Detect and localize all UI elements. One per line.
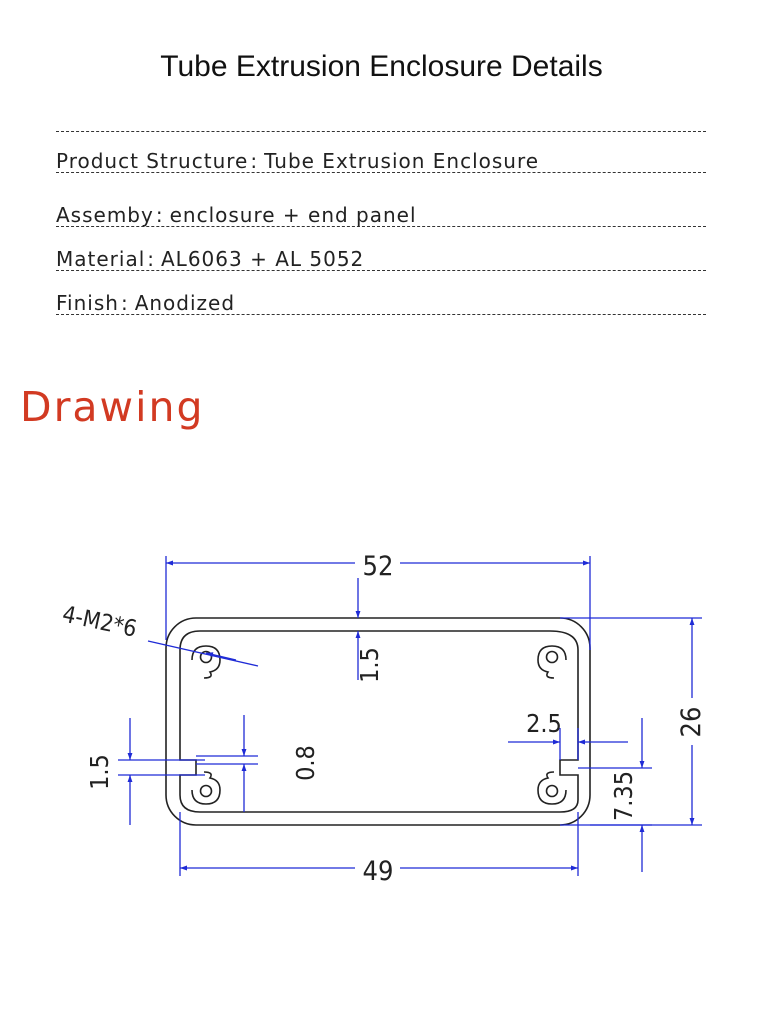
spec-divider-top: [56, 131, 706, 132]
technical-drawing: 52 49 26 1.5 1.5 0.8 2.5 7.35 4-M2*6: [60, 551, 707, 887]
spec-label: Assemby: [56, 203, 154, 227]
spec-label: Product Structure: [56, 149, 249, 173]
screw-channel-top-left: [191, 645, 221, 679]
outer-wall: [165, 617, 591, 826]
screw-channel-top-right: [537, 645, 567, 679]
dim-label-rail-thickness: 1.5: [85, 754, 114, 790]
spec-separator: :: [250, 149, 259, 173]
spec-value: AL6063 + AL 5052: [161, 247, 365, 271]
screw-hole-bottom-right: [545, 784, 559, 798]
spec-row-material: Material:AL6063 + AL 5052: [56, 248, 706, 271]
dim-label-top-wall: 1.5: [355, 647, 384, 683]
screw-leader-line: [147, 640, 259, 667]
spec-separator: :: [155, 203, 164, 227]
dim-label-overall-width: 52: [363, 551, 394, 582]
spec-value: Tube Extrusion Enclosure: [264, 149, 540, 173]
section-title-drawing: Drawing: [20, 383, 205, 431]
spec-separator: :: [120, 291, 129, 315]
spec-row-finish: Finish:Anodized: [56, 292, 706, 315]
spec-label: Material: [56, 247, 146, 271]
spec-label: Finish: [56, 291, 119, 315]
spec-separator: :: [147, 247, 155, 271]
spec-value: Anodized: [134, 291, 236, 315]
screw-channel-bottom-left: [191, 771, 221, 805]
spec-row-product-structure: Product Structure:Tube Extrusion Enclosu…: [56, 150, 706, 173]
screw-hole-bottom-left: [199, 784, 213, 798]
screw-hole-top-left: [199, 650, 213, 664]
spec-value: enclosure + end panel: [169, 203, 417, 227]
dim-label-height: 26: [676, 707, 707, 738]
dim-label-inner-gap: 0.8: [291, 745, 320, 781]
screw-leader-arrow: [205, 652, 237, 661]
screw-hole-top-right: [545, 650, 559, 664]
screw-channel-bottom-right: [537, 771, 567, 805]
dim-label-inner-width: 49: [363, 856, 394, 887]
spec-row-assembly: Assemby:enclosure + end panel: [56, 204, 706, 227]
dim-label-slot-height: 7.35: [609, 771, 638, 821]
dim-label-screw-spec: 4-M2*6: [60, 602, 139, 643]
page-title: Tube Extrusion Enclosure Details: [160, 50, 603, 83]
dim-label-slot-width: 2.5: [526, 709, 562, 738]
